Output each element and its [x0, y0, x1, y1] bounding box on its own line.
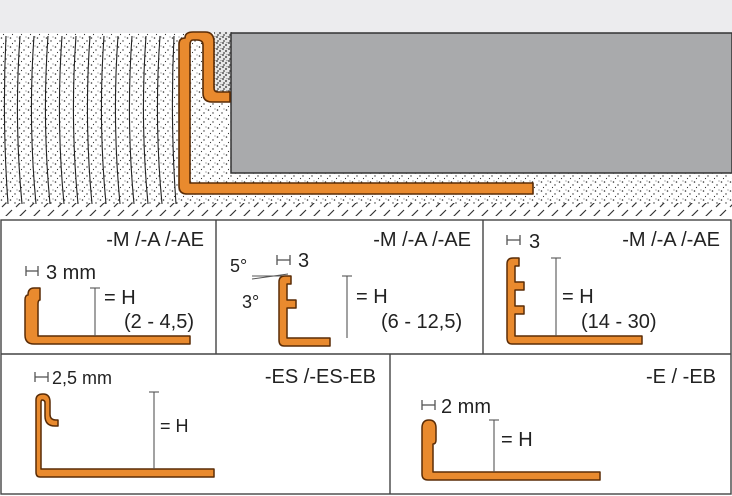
series-label: -M /-A /-AE	[373, 229, 471, 251]
panel-m-a-ae-medium: -M /-A /-AE 5° 3 3° = H (6 - 12,5)	[230, 229, 471, 347]
width-dimension-marker	[25, 266, 39, 276]
height-label: = H	[501, 429, 533, 451]
width-dimension-marker	[421, 400, 436, 410]
installation-illustration	[0, 0, 732, 216]
height-dimension-line	[149, 391, 159, 469]
height-label: = H	[160, 416, 189, 436]
profile-cross-section	[178, 31, 534, 195]
joint-grout	[214, 32, 232, 94]
width-label: 2 mm	[441, 396, 491, 418]
background-band	[0, 0, 732, 32]
substrate-line	[0, 203, 732, 216]
width-label: 3 mm	[46, 262, 96, 284]
panel-grid	[0, 219, 732, 495]
angle-top-label: 5°	[230, 256, 247, 276]
height-dimension-line	[551, 257, 561, 336]
width-label: 2,5 mm	[52, 368, 112, 388]
width-dimension-marker	[34, 372, 49, 382]
panel-m-a-ae-large: -M /-A /-AE 3 = H (14 - 30)	[506, 229, 720, 345]
series-label: -M /-A /-AE	[622, 229, 720, 251]
series-label: -ES /-ES-EB	[265, 366, 376, 388]
width-label: 3	[298, 250, 309, 272]
height-dimension-line	[489, 419, 499, 472]
width-dimension-marker	[506, 235, 521, 245]
tile	[230, 32, 732, 174]
panel-es-es-eb: -ES /-ES-EB 2,5 mm = H	[34, 366, 376, 478]
height-label: = H	[104, 287, 136, 309]
profile-shape	[278, 275, 331, 347]
series-label: -M /-A /-AE	[106, 229, 204, 251]
panel-e-eb: -E / -EB 2 mm = H	[421, 366, 716, 481]
profile-shape	[24, 287, 191, 345]
height-dimension-line	[90, 287, 100, 336]
wall-combed-surface	[3, 35, 177, 205]
profile-shape	[421, 419, 601, 481]
width-label: 3	[529, 231, 540, 253]
width-dimension-marker	[276, 255, 291, 265]
height-range: (14 - 30)	[581, 311, 657, 333]
series-label: -E / -EB	[646, 366, 716, 388]
height-label: = H	[562, 286, 594, 308]
profile-shape	[35, 393, 215, 478]
height-range: (2 - 4,5)	[124, 311, 194, 333]
panel-m-a-ae-small: -M /-A /-AE 3 mm = H (2 - 4,5)	[24, 229, 204, 345]
height-dimension-line	[342, 275, 352, 338]
height-range: (6 - 12,5)	[381, 311, 462, 333]
height-label: = H	[356, 286, 388, 308]
angle-bottom-label: 3°	[242, 292, 259, 312]
profile-shape	[506, 257, 643, 345]
